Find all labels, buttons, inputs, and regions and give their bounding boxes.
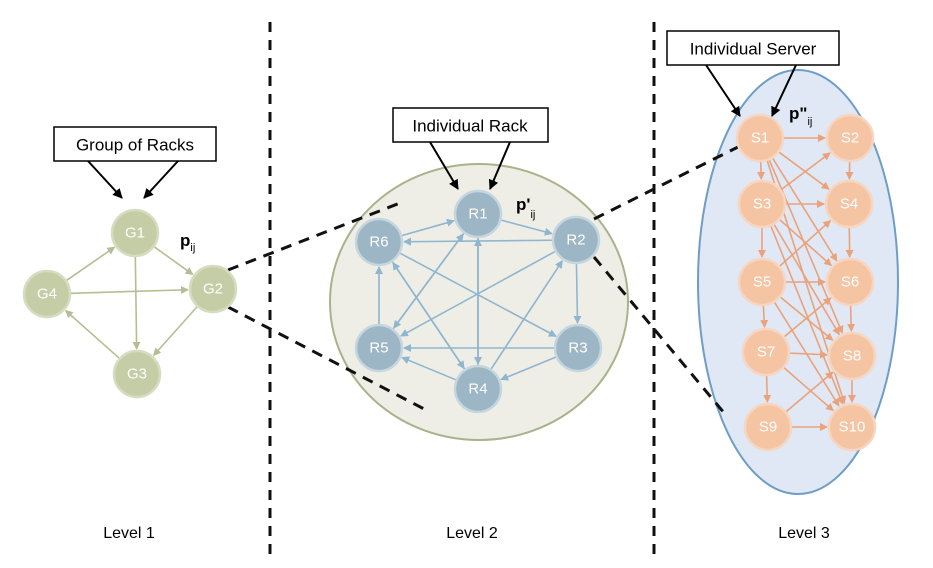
callout-pointer (88, 161, 122, 198)
level-1-label: Level 1 (103, 525, 155, 542)
node-label: S9 (759, 419, 777, 436)
node-label: G1 (125, 225, 145, 242)
callout-text: Group of Racks (76, 136, 194, 155)
level3-node-s7: S7 (743, 329, 789, 375)
level-2-label: Level 2 (446, 525, 498, 542)
level3-node-s3: S3 (739, 181, 785, 227)
level3-node-s10: S10 (829, 404, 875, 450)
node-label: G4 (37, 286, 57, 303)
node-label: S2 (841, 130, 859, 147)
node-label: R4 (468, 381, 487, 398)
level3-edge-s6-s8 (851, 306, 852, 331)
node-label: S6 (841, 274, 859, 291)
callout-text: Individual Server (690, 40, 817, 59)
level2-node-r6: R6 (356, 219, 402, 265)
callout-pointer (144, 161, 178, 198)
node-label: R2 (566, 232, 585, 249)
level1-node-g2: G2 (190, 266, 236, 312)
node-label: G3 (127, 366, 147, 383)
level-3-label: Level 3 (778, 525, 830, 542)
level3-edge-s7-s9 (767, 376, 768, 402)
level3-node-s2: S2 (827, 115, 873, 161)
level1-edges (66, 247, 197, 358)
node-label: R1 (468, 206, 487, 223)
level1-edge-g1-g2 (154, 247, 192, 274)
callout-pointer (706, 65, 740, 116)
level3-node-s5: S5 (739, 259, 785, 305)
level3-node-s1: S1 (737, 115, 783, 161)
level3-node-s6: S6 (827, 259, 873, 305)
edge-label-level1: pij (180, 231, 195, 254)
node-label: S1 (751, 130, 769, 147)
level3-edge-s1-s3 (761, 162, 762, 179)
level2-node-r2: R2 (553, 217, 599, 263)
level1-node-g1: G1 (112, 210, 158, 256)
level3-node-s4: S4 (826, 181, 872, 227)
level1-edge-g4-g1 (67, 247, 115, 280)
level1-edge-g3-g4 (66, 311, 119, 358)
node-label: R5 (369, 340, 388, 357)
level2-node-r1: R1 (455, 191, 501, 237)
level3-node-s8: S8 (829, 333, 875, 379)
level3-node-s9: S9 (745, 404, 791, 450)
level2-node-r5: R5 (356, 325, 402, 371)
node-label: S3 (753, 196, 771, 213)
node-label: G2 (203, 281, 223, 298)
callout-text: Individual Rack (412, 117, 528, 136)
node-label: S5 (753, 274, 771, 291)
level1-node-g3: G3 (114, 351, 160, 397)
level1-edge-g4-g2 (71, 290, 188, 294)
node-label: S10 (839, 419, 866, 436)
level1-edge-g1-g3 (135, 257, 136, 349)
node-label: R6 (369, 234, 388, 251)
callout-group-of-racks: Group of Racks (54, 127, 216, 198)
node-label: S4 (840, 196, 858, 213)
level2-node-r4: R4 (455, 366, 501, 412)
level2-edge-r2-r3 (576, 264, 577, 323)
node-label: R3 (568, 340, 587, 357)
level1-node-g4: G4 (24, 271, 70, 317)
level2-node-r3: R3 (555, 325, 601, 371)
node-label: S8 (843, 348, 861, 365)
node-label: S7 (757, 344, 775, 361)
level1-edge-g2-g3 (154, 307, 197, 355)
